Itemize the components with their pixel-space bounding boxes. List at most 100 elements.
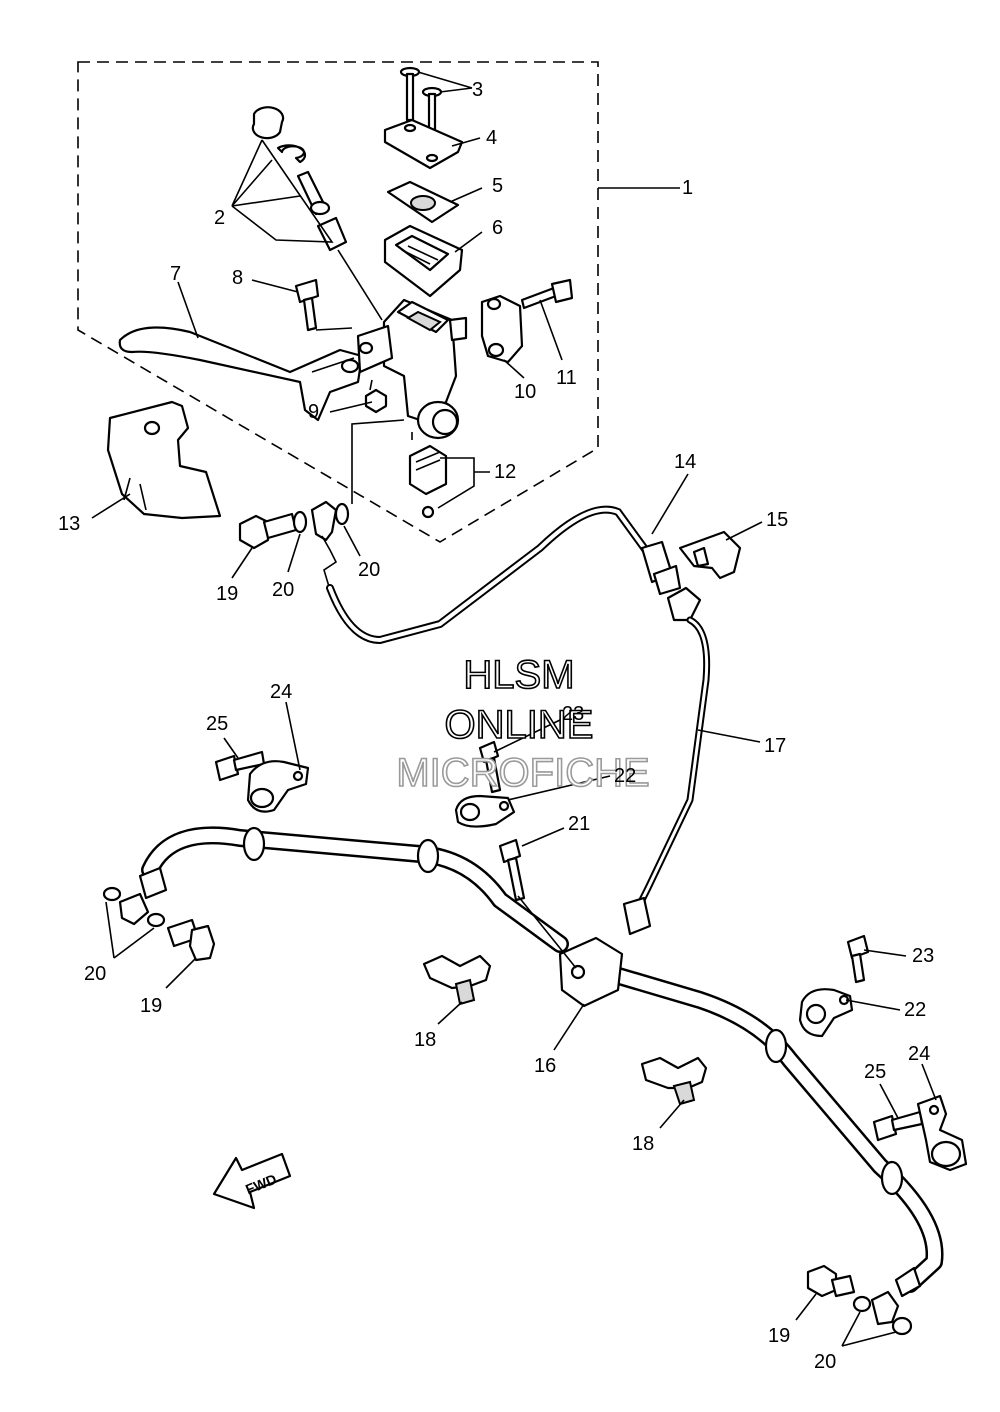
leader-22-right [845,999,901,1011]
hose-joint-part-16 [558,936,624,1008]
leader-25-left [223,737,239,759]
leader-24-left [285,701,301,771]
watermark-line-2: ONLINE [445,703,594,747]
brake-lever-part-7 [118,326,364,422]
callout-19-lower-left: 19 [140,995,162,1017]
callout-22-right: 22 [904,999,926,1021]
callout-20-lower-right: 20 [814,1351,836,1373]
brake-pipe-part-17 [622,586,711,936]
leader-17 [697,729,761,743]
hose-clip-part-15 [678,530,742,580]
callout-2: 2 [214,207,225,229]
callout-10: 10 [514,381,536,403]
hose-clamp-right-part-22 [798,988,854,1038]
clamp-bolt-part-11 [520,278,574,310]
union-bolt-lower-right-part-19 [806,1264,856,1298]
leader-10 [503,359,525,379]
leader-18-right [659,1099,685,1129]
assembly-boundary [77,61,599,543]
brake-hose-upper-part-14 [321,505,682,645]
leader-15 [725,521,763,541]
leader-19-upper [231,547,253,579]
callout-14: 14 [674,451,696,473]
piston-kit-part-2 [251,106,348,252]
callout-20-lower-left: 20 [84,963,106,985]
leader-12 [437,457,490,509]
leader-20-upper-right [343,525,361,557]
leader-21 [517,827,577,969]
leader-9 [329,379,373,413]
callout-25-right: 25 [864,1061,886,1083]
leader-20-lower-left [105,901,155,959]
hose-end-banjo-lower-left [118,892,150,926]
nut-part-9 [364,388,388,414]
callout-18-left: 18 [414,1029,436,1051]
callout-4: 4 [486,127,497,149]
bolt-left-part-25 [214,750,266,782]
washer-upper-right-part-20 [334,502,350,526]
watermark: HLSM ONLINE MICROFICHE [396,652,651,796]
leader-23-upper [493,719,561,753]
callout-24-right: 24 [908,1043,930,1065]
washer-upper-left-part-20 [292,510,308,534]
washer-lower-left-b-part-20 [146,912,166,928]
watermark-line-1: HLSM [463,653,574,697]
leader-20-upper-left [287,533,301,573]
callout-21: 21 [568,813,590,835]
callout-22-upper: 22 [614,765,636,787]
watermark-line-3: MICROFICHE [396,751,649,795]
leader-25-right [879,1083,899,1119]
callout-3: 3 [472,79,483,101]
union-bolt-upper-part-19 [238,512,298,550]
leader-7 [177,281,199,339]
callout-20-upper-left: 20 [272,579,294,601]
callout-15: 15 [766,509,788,531]
leader-16 [553,1003,585,1051]
leader-4 [451,137,481,147]
callout-13: 13 [58,513,80,535]
leader-8 [251,279,299,293]
callout-5: 5 [492,175,503,197]
hose-end-banjo-upper [310,500,338,542]
callout-24-left: 24 [270,681,292,703]
bolt-right-part-25 [872,1110,924,1142]
leader-18-left [437,1001,463,1025]
union-bolt-lower-left-part-19 [166,918,216,962]
leader-3 [417,71,473,93]
callout-6: 6 [492,217,503,239]
callout-17: 17 [764,735,786,757]
callout-18-right: 18 [632,1133,654,1155]
leader-2 [231,139,334,243]
pivot-bolt-part-8 [294,278,320,332]
callout-7: 7 [170,263,181,285]
washer-lower-right-a-part-20 [852,1295,872,1313]
bracket-right-part-24 [916,1094,968,1172]
bolt-right-part-23 [846,934,870,984]
hose-clamp-upper-part-22 [454,794,516,828]
leader-19-lower-left [165,957,197,989]
washer-lower-left-a-part-20 [102,886,122,902]
callout-1: 1 [682,177,693,199]
leader-23-right [863,949,907,957]
leader-banjo-down [351,419,405,504]
brake-switch-part-12 [408,444,448,519]
leader-13 [91,493,131,519]
master-cylinder-body [356,298,468,440]
leader-14 [651,473,689,535]
reservoir-cap-part-4 [383,118,464,170]
callout-11: 11 [556,367,577,389]
lever-guard-part-13 [106,400,222,520]
callout-25-left: 25 [206,713,228,735]
main-brake-hose-lower [138,826,944,1298]
leader-19-lower-right [795,1293,817,1321]
clip-right-part-18 [640,1056,708,1106]
leader-5 [449,187,483,203]
diaphragm-part-6 [383,224,464,298]
bolt-part-21 [498,838,526,902]
callout-23-upper: 23 [562,703,584,725]
handlebar-clamp-part-10 [480,294,524,364]
callout-20-upper-right: 20 [358,559,380,581]
leader-22-upper [507,775,611,801]
